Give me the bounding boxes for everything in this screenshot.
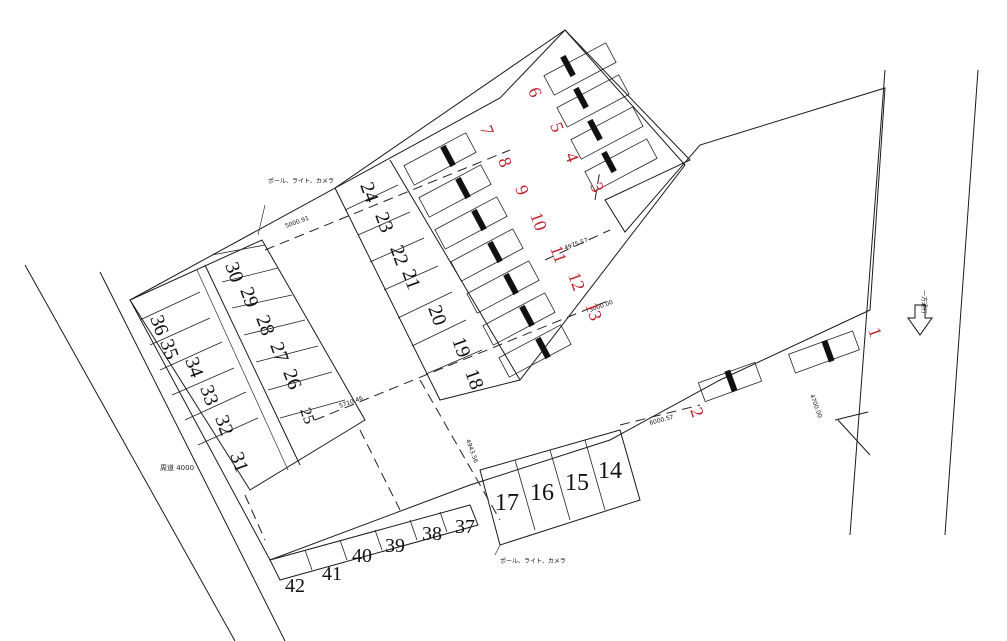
slot-35: 35 bbox=[155, 336, 183, 362]
lot-outline bbox=[129, 29, 886, 561]
left-block bbox=[129, 239, 366, 491]
slot-25: 25 bbox=[296, 406, 317, 427]
callout-line-bottom bbox=[494, 544, 501, 556]
stall-lines-middle bbox=[344, 184, 483, 375]
annotation-road-width: 周道 4000 bbox=[160, 463, 194, 472]
slot-20: 20 bbox=[423, 302, 451, 328]
slot-10: 10 bbox=[526, 210, 551, 234]
gate-arm bbox=[837, 419, 871, 456]
slot-16: 16 bbox=[530, 480, 554, 506]
slot-17: 17 bbox=[495, 490, 519, 516]
slot-3: 3 bbox=[586, 180, 608, 195]
dimension-5: 6000.57 bbox=[649, 414, 675, 427]
road-right-edge bbox=[849, 69, 886, 536]
stall-lines-left bbox=[139, 244, 346, 446]
annotation-one-way: 一方通行 bbox=[920, 290, 928, 314]
slot-15: 15 bbox=[565, 470, 589, 496]
slot-26: 26 bbox=[278, 366, 306, 392]
dimension-6: 4943.56 bbox=[464, 438, 479, 464]
one-way-arrow-icon bbox=[907, 304, 933, 336]
slot-41: 41 bbox=[322, 563, 342, 585]
left-block-divider bbox=[204, 264, 301, 466]
slot-14: 14 bbox=[598, 458, 622, 484]
slot-24: 24 bbox=[355, 179, 383, 205]
slot-numbers-red: 1 2 3 4 5 6 7 8 9 10 11 12 13 bbox=[476, 85, 886, 420]
annotation-pole-light-camera-bottom: ポール、ライト、カメラ bbox=[500, 557, 566, 565]
road-left-edge bbox=[24, 264, 236, 641]
slot-21: 21 bbox=[397, 266, 425, 292]
slot-27: 27 bbox=[265, 339, 293, 365]
road-right-edge-2 bbox=[944, 69, 979, 536]
slot-11: 11 bbox=[546, 243, 571, 266]
slot-numbers-black: 36 35 34 33 32 31 30 29 28 27 26 25 24 2… bbox=[145, 179, 622, 597]
left-block-divider-2 bbox=[196, 269, 289, 471]
slot-22: 22 bbox=[385, 242, 413, 268]
mechanical-pallets bbox=[403, 42, 860, 403]
slot-13: 13 bbox=[581, 300, 606, 324]
slot-37: 37 bbox=[455, 516, 475, 538]
dimension-7: 4700.00 bbox=[808, 393, 823, 419]
upper-block bbox=[334, 29, 686, 401]
slot-36: 36 bbox=[145, 312, 173, 338]
bottom-left-stalls bbox=[269, 504, 479, 581]
circulation-dashed-lines bbox=[244, 149, 701, 541]
slot-28: 28 bbox=[251, 312, 279, 338]
slot-8: 8 bbox=[494, 155, 516, 170]
slot-6: 6 bbox=[524, 85, 546, 100]
dimension-2: 5710.46 bbox=[338, 395, 364, 410]
slot-38: 38 bbox=[422, 523, 442, 545]
slot-18: 18 bbox=[460, 366, 488, 392]
slot-1: 1 bbox=[864, 325, 886, 340]
slot-40: 40 bbox=[352, 545, 372, 567]
road-left-edge-2 bbox=[99, 271, 286, 641]
slot-23: 23 bbox=[370, 209, 398, 235]
slot-31: 31 bbox=[225, 449, 253, 475]
callout-line-top bbox=[257, 204, 266, 236]
slot-4: 4 bbox=[561, 150, 583, 165]
dimension-1: 5000.91 bbox=[284, 215, 310, 230]
slot-12: 12 bbox=[564, 270, 589, 294]
slot-9: 9 bbox=[511, 183, 533, 198]
slot-42: 42 bbox=[285, 575, 305, 597]
bottom-right-stalls bbox=[479, 429, 641, 546]
annotation-pole-light-camera-top: ポール、ライト、カメラ bbox=[268, 177, 334, 185]
slot-2: 2 bbox=[686, 405, 708, 420]
slot-5: 5 bbox=[546, 120, 568, 135]
slot-39: 39 bbox=[385, 535, 405, 557]
slot-34: 34 bbox=[180, 354, 208, 380]
gate-post bbox=[834, 411, 869, 421]
slot-7: 7 bbox=[476, 123, 498, 138]
